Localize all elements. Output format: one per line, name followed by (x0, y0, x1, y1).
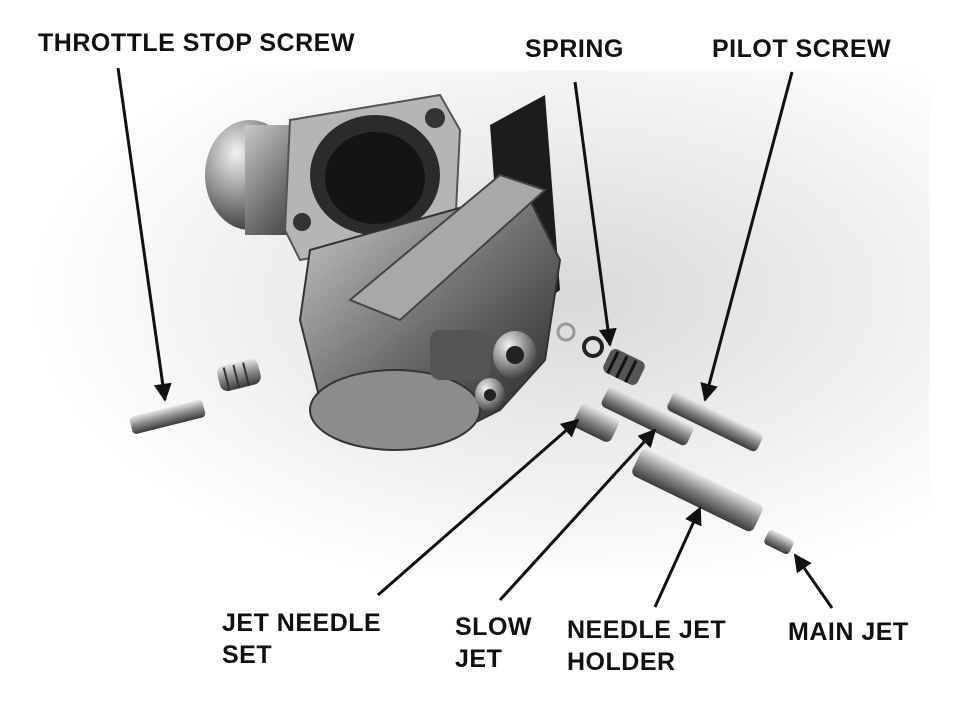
main-jet-arrow (793, 553, 834, 609)
needle-jet-holder-arrow (653, 506, 702, 608)
throttle-stop-screw-label: THROTTLE STOP SCREW (38, 29, 355, 57)
needle-jet-holder-label-line1: NEEDLE JET (567, 616, 727, 644)
spring-label: SPRING (525, 35, 624, 63)
jet-needle-set-part (573, 404, 619, 442)
pilot-screw-part (667, 392, 763, 452)
throttle-stop-screw-part (129, 399, 206, 434)
spring-arrow (573, 81, 617, 347)
pilot-spring-part (603, 349, 645, 385)
jet-needle-set-label-line1: JET NEEDLE (222, 609, 382, 637)
pilot-screw-arrow (700, 71, 794, 402)
needle-jet-holder-part (632, 449, 763, 532)
throttle-stop-screw-arrow (116, 67, 172, 402)
throttle-spring-part (217, 359, 261, 392)
washers-part (556, 322, 604, 358)
slow-jet-label-line1: SLOW (455, 613, 532, 641)
slow-jet-arrow (498, 428, 657, 602)
jet-needle-set-label-line2: SET (222, 641, 273, 669)
main-jet-label: MAIN JET (788, 618, 909, 646)
carburetor-body (205, 93, 562, 451)
pilot-screw-label: PILOT SCREW (712, 35, 892, 63)
slow-jet-part (601, 387, 694, 446)
needle-jet-holder-label-line2: HOLDER (567, 648, 676, 676)
jet-needle-set-arrow (377, 418, 580, 597)
main-jet-part (764, 530, 794, 554)
slow-jet-label-line2: JET (455, 645, 503, 673)
